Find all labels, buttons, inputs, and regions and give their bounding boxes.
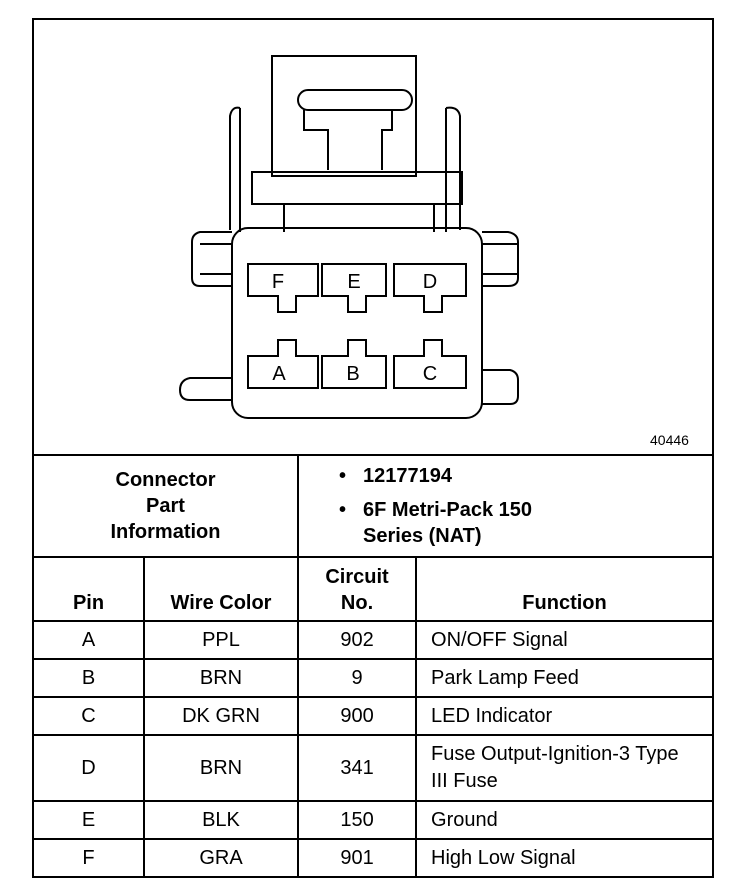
pin-label-e: E [347, 271, 360, 293]
pin-label-d: D [423, 271, 437, 293]
table-row: A PPL 902 ON/OFF Signal [34, 620, 713, 660]
pin-cell: D [34, 734, 145, 802]
cavity-e [321, 263, 387, 313]
circuit-cell: 900 [297, 696, 418, 736]
wire-color-cell: PPL [142, 620, 300, 660]
header-circuit-no: Circuit No. [297, 556, 418, 622]
pin-cell: F [34, 838, 145, 877]
circuit-cell: 150 [297, 800, 418, 840]
connector-pinout-table: Connector Part Information • 12177194 • … [34, 454, 713, 877]
bullet-icon: • [339, 465, 347, 487]
cavity-a [247, 339, 319, 389]
table-row: D BRN 341 Fuse Output-Ignition-3 Type II… [34, 734, 713, 802]
function-cell: LED Indicator [415, 696, 713, 736]
function-cell: Fuse Output-Ignition-3 Type III Fuse [415, 734, 713, 802]
wire-color-cell: BLK [142, 800, 300, 840]
bullet-icon: • [339, 499, 347, 521]
circuit-cell: 901 [297, 838, 418, 877]
table-row: E BLK 150 Ground [34, 800, 713, 840]
header-wire-color: Wire Color [142, 556, 300, 622]
connector-figure: F E D A B C 40446 Connector Part Informa… [32, 18, 714, 878]
pin-label-b: B [346, 363, 359, 385]
wire-color-cell: GRA [142, 838, 300, 877]
side-tab-right [482, 231, 519, 287]
connector-info-list: • 12177194 • 6F Metri-Pack 150 Series (N… [297, 454, 713, 558]
header-function: Function [415, 556, 713, 622]
pin-cell: A [34, 620, 145, 660]
connector-info-item: • 12177194 [339, 465, 452, 487]
pin-label-c: C [423, 363, 437, 385]
housing-upper [229, 106, 461, 232]
cavity-d [393, 263, 467, 313]
circuit-cell: 9 [297, 658, 418, 698]
figure-reference-number: 40446 [650, 432, 689, 448]
connector-info-item: • 6F Metri-Pack 150 Series (NAT) [339, 499, 532, 547]
pin-cell: C [34, 696, 145, 736]
connector-face-diagram: F E D A B C [178, 55, 519, 419]
connector-face [231, 227, 483, 419]
table-row: B BRN 9 Park Lamp Feed [34, 658, 713, 698]
connector-info-label: Connector Part Information [34, 454, 300, 558]
table-row: C DK GRN 900 LED Indicator [34, 696, 713, 736]
wire-color-cell: BRN [142, 658, 300, 698]
side-tab-lower-left [178, 377, 232, 401]
function-cell: ON/OFF Signal [415, 620, 713, 660]
table-header-row: Pin Wire Color Circuit No. Function [34, 556, 713, 622]
pin-cell: B [34, 658, 145, 698]
function-cell: Ground [415, 800, 713, 840]
cavity-c [393, 339, 467, 389]
circuit-cell: 902 [297, 620, 418, 660]
latch-outline [271, 55, 417, 177]
wire-color-cell: BRN [142, 734, 300, 802]
function-cell: High Low Signal [415, 838, 713, 877]
circuit-cell: 341 [297, 734, 418, 802]
connector-info-row: Connector Part Information • 12177194 • … [34, 454, 713, 558]
function-cell: Park Lamp Feed [415, 658, 713, 698]
latch-slot [297, 89, 413, 111]
pin-label-f: F [272, 271, 284, 293]
header-pin: Pin [34, 556, 145, 622]
cavity-b [321, 339, 387, 389]
pin-label-a: A [272, 363, 286, 385]
pin-cell: E [34, 800, 145, 840]
side-tab-lower-right [482, 369, 519, 405]
side-tab-left [191, 231, 232, 287]
table-row: F GRA 901 High Low Signal [34, 838, 713, 877]
wire-color-cell: DK GRN [142, 696, 300, 736]
cavity-f [247, 263, 319, 313]
